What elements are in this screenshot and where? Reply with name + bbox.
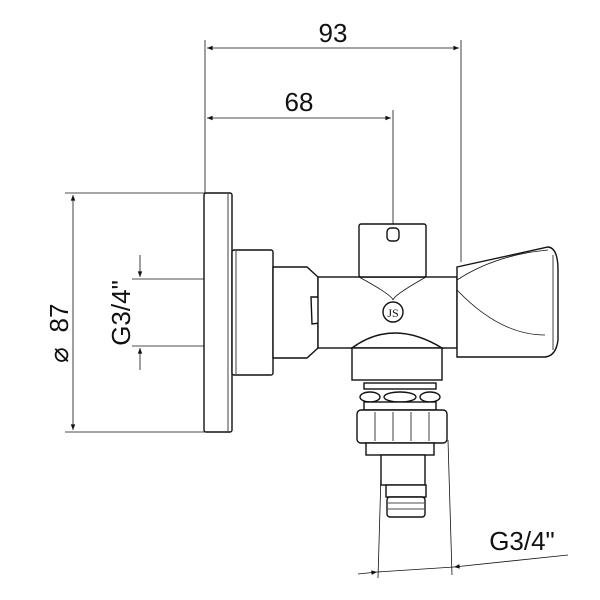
dim-label-68: 68	[285, 87, 314, 117]
top-cap	[358, 223, 427, 278]
flange-step	[231, 249, 274, 376]
hose-nipple	[380, 454, 426, 486]
outlet-ring	[363, 382, 437, 390]
diameter-symbol: ⌀	[44, 347, 74, 363]
dim-line-outlet	[357, 570, 378, 575]
outlet-dome	[349, 332, 445, 349]
coupling-nut	[356, 409, 448, 444]
outlet-body	[351, 347, 443, 381]
dim-label-inlet-thread: G3/4"	[106, 280, 136, 346]
svg-text:JS: JS	[387, 306, 398, 320]
brand-logo-icon	[382, 301, 404, 323]
dim-label-93: 93	[319, 18, 348, 48]
dim-line-outlet-2	[453, 554, 569, 569]
handle	[456, 246, 559, 358]
dim-label-outlet-thread: G3/4"	[489, 526, 555, 556]
dim-label-87: 87	[44, 304, 74, 333]
extension-lines	[65, 40, 462, 579]
screw-hole	[386, 227, 400, 242]
valve-body: JS	[203, 192, 559, 518]
